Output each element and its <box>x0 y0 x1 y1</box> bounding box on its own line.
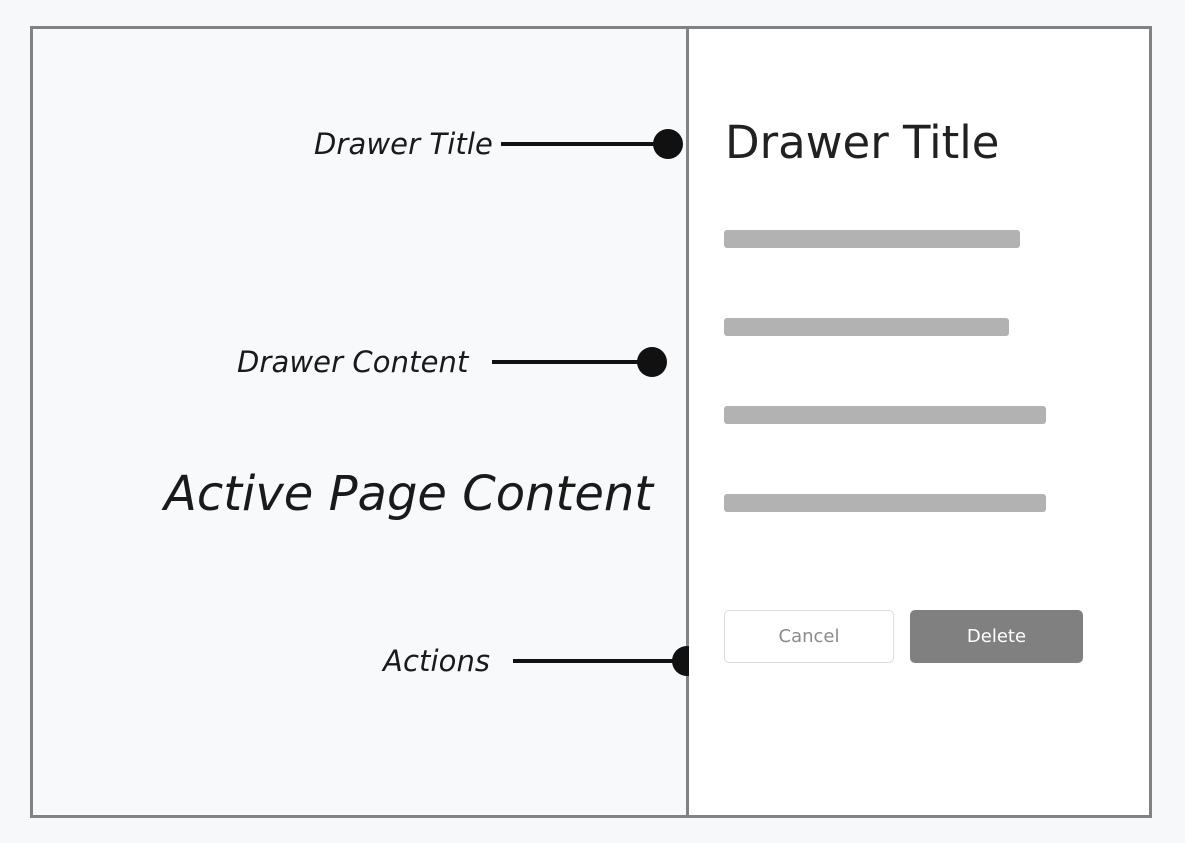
annotation-label-drawer-title: Drawer Title <box>314 126 493 161</box>
active-page-panel: Drawer Title Drawer Content Actions Acti… <box>33 29 703 815</box>
drawer-actions: Cancel Delete <box>724 610 1083 663</box>
annotation-label-actions: Actions <box>383 643 491 678</box>
drawer-content <box>724 230 1104 512</box>
placeholder-bar-4 <box>724 494 1046 512</box>
annotation-drawer-title: Drawer Title <box>314 129 683 159</box>
placeholder-bar-1 <box>724 230 1020 248</box>
annotation-label-drawer-content: Drawer Content <box>237 344 469 379</box>
page-title: Active Page Content <box>164 466 654 522</box>
wireframe-frame: Drawer Title Drawer Content Actions Acti… <box>30 26 1152 818</box>
annotation-drawer-content: Drawer Content <box>237 344 668 379</box>
leader-line-icon <box>492 360 639 364</box>
placeholder-bar-3 <box>724 406 1046 424</box>
drawer-panel: Drawer Title Cancel Delete <box>689 29 1149 815</box>
annotation-actions: Actions <box>383 643 703 678</box>
leader-line-icon <box>513 659 674 663</box>
leader-dot-icon <box>652 129 683 159</box>
drawer-title: Drawer Title <box>725 116 1000 169</box>
cancel-button[interactable]: Cancel <box>724 610 894 663</box>
leader-dot-icon <box>637 347 668 377</box>
delete-button[interactable]: Delete <box>910 610 1083 663</box>
leader-line-icon <box>500 142 654 146</box>
placeholder-bar-2 <box>724 318 1009 336</box>
